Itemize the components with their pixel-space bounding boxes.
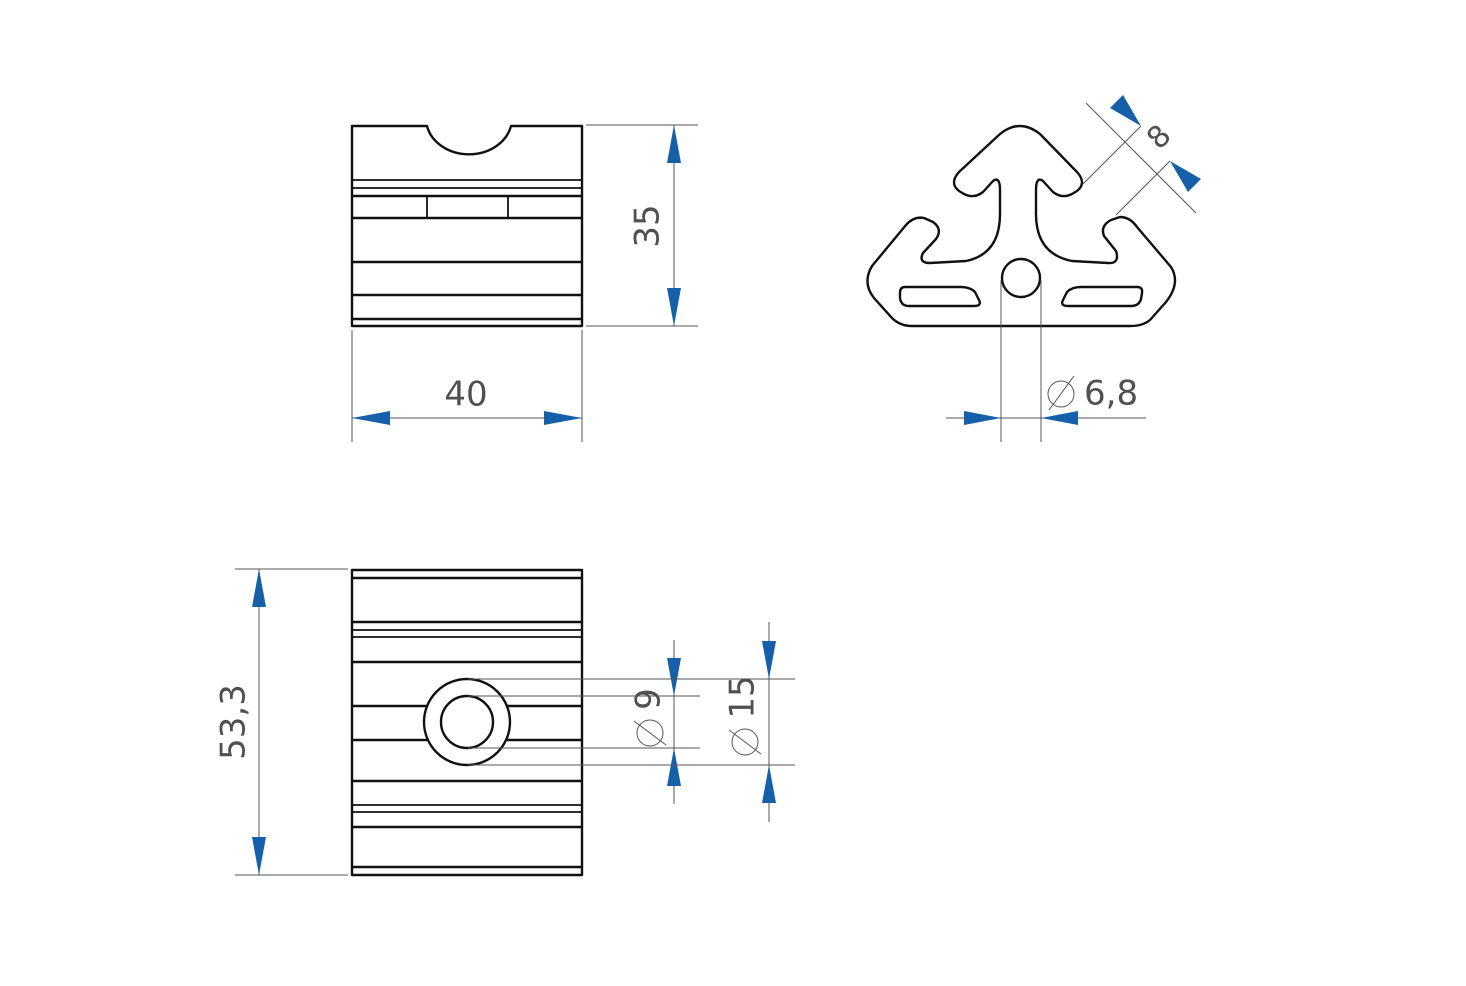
profile-right-slot — [1060, 285, 1144, 308]
arrowhead — [667, 658, 681, 696]
arrowhead — [667, 748, 681, 786]
arrowhead — [544, 411, 582, 425]
top-view — [350, 568, 584, 877]
profile-outline — [866, 124, 1177, 328]
diameter-icon — [728, 728, 762, 756]
dimension-label: 9 — [629, 688, 669, 710]
top-view-outline — [350, 568, 584, 877]
diameter-symbol-slash — [633, 720, 667, 746]
front-view — [350, 124, 584, 328]
dimension-label: 8 — [1140, 118, 1178, 156]
dimension-width-40: 40 — [351, 330, 583, 442]
arrowhead — [352, 411, 390, 425]
dimension-height-35: 35 — [586, 124, 698, 327]
diameter-symbol-circle — [1047, 380, 1075, 408]
diameter-symbol-circle — [636, 719, 664, 747]
profile-view — [866, 124, 1177, 328]
arrowhead — [1170, 161, 1201, 192]
profile-center-hole — [1000, 257, 1042, 299]
diameter-icon — [633, 719, 667, 747]
arrowhead — [667, 288, 681, 326]
dimension-label: 15 — [723, 675, 763, 718]
counterbore-outer — [422, 677, 512, 767]
arrowhead — [667, 125, 681, 163]
dimension-line — [1085, 102, 1197, 214]
dimension-bore-9: 9 — [468, 640, 700, 804]
extension-line — [1115, 160, 1171, 216]
arrowhead — [762, 765, 776, 803]
extension-line — [1082, 125, 1142, 185]
front-view-outline — [350, 124, 584, 328]
dimension-bore-15: 15 — [468, 622, 795, 822]
dimension-label: 53,3 — [214, 684, 254, 760]
dimension-hole-6-8: 6,8 — [946, 280, 1146, 442]
dimension-label: 40 — [444, 375, 487, 415]
diameter-symbol-circle — [731, 728, 759, 756]
arrowhead — [762, 641, 776, 679]
diameter-symbol-slash — [728, 729, 762, 755]
arrowhead — [1041, 411, 1078, 425]
dimension-slot-8: 8 — [1082, 95, 1201, 216]
arrowhead — [252, 569, 266, 607]
counterbore-inner — [439, 694, 495, 750]
diameter-symbol-slash — [1048, 375, 1075, 411]
dimension-label: 35 — [628, 204, 668, 247]
arrowhead — [252, 837, 266, 875]
arrowhead — [1110, 95, 1141, 126]
profile-left-slot — [898, 285, 982, 308]
dimension-label: 6,8 — [1084, 374, 1138, 414]
dimension-length-53-3: 53,3 — [214, 568, 348, 876]
diameter-icon — [1047, 375, 1075, 411]
arrowhead — [964, 411, 1001, 425]
